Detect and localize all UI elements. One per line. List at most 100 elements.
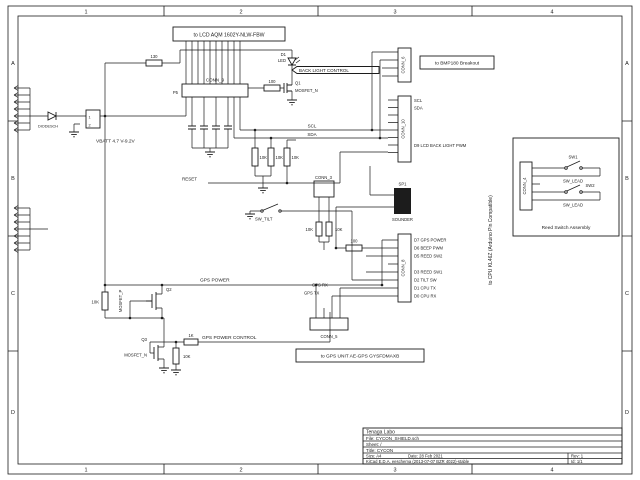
resistor-body (145, 59, 163, 67)
global-label-shape (291, 66, 380, 74)
resistor-value: 1K (188, 333, 193, 338)
conn5-label: CONN_5 (321, 334, 339, 339)
conn8-label: CONN_8 (401, 259, 406, 277)
frame-col-label: 3 (393, 468, 396, 474)
connector-conn6: CONN_6 (371, 47, 412, 138)
frame-row-label: D (11, 410, 15, 416)
note-box (172, 26, 286, 42)
frame-col-label: 4 (550, 10, 553, 16)
q1-value: MOSFET_N (295, 88, 318, 93)
tilt-switch-label: SW_TILT (255, 217, 273, 222)
resistor-body (283, 147, 291, 167)
frame-ticks (8, 6, 632, 474)
sheet-id: Id: 1/1 (571, 459, 583, 464)
switch-contact (579, 190, 583, 194)
frame-row-label: A (11, 61, 15, 67)
conn3-label: CONN_3 (315, 175, 333, 180)
frame-col-label: 3 (393, 10, 396, 16)
gps-power-wires (104, 63, 382, 370)
pin-label-d9: D9 LCD BACK LIGHT PWM (414, 143, 467, 148)
resistor-body (183, 338, 199, 346)
sheet-path: Sheet: / (366, 442, 382, 447)
switch-contact (564, 166, 568, 170)
frame-col-label: 1 (84, 468, 87, 474)
resistor-body (325, 221, 333, 237)
file-name: File: CYCON_SHIELD.sch (366, 436, 420, 441)
note-box-lcd: to LCD AQM 1602Y-NLW-FBW (172, 26, 286, 42)
pin-label-d0: D0 CPU RX (414, 294, 437, 299)
net-label-backlight: BACK LIGHT CONTROL (299, 68, 349, 73)
conn9-pin-wires (185, 97, 241, 138)
net-label-sda: SDA (307, 132, 316, 137)
frame-inner (17, 15, 623, 465)
reed-wires (532, 160, 601, 201)
frame-col-label: 2 (239, 468, 242, 474)
title-block: Tenaga Labo File: CYCON_SHIELD.sch Sheet… (362, 427, 623, 465)
note-box-gps: to GPS UNIT AE-GPS GYSFDMAXB (295, 348, 425, 363)
net-label-scl: SCL (308, 124, 317, 129)
pin-label-d3: D3 REED SW1 (414, 270, 443, 275)
connector-conn8: CONN_8 D7 GPS POWER D6 BEEP PWM D5 REED … (304, 233, 446, 318)
connector-body (85, 109, 101, 129)
frame-row-label: C (11, 291, 15, 297)
resistor-value: 130 (151, 54, 159, 59)
title-block-border (362, 427, 623, 465)
assembly-outline (512, 137, 620, 237)
resistor-wires (254, 130, 296, 188)
connector-body (519, 161, 533, 211)
left-connector-2 (13, 205, 48, 253)
note-cpu-text: to CPU KL46Z (Arduino Pin Compatible) (488, 195, 494, 285)
conn10-pin-stubs (388, 99, 398, 153)
conn5-wires (315, 285, 325, 318)
note-box (295, 348, 425, 363)
q2-value: MOSFET_P (118, 290, 123, 313)
battery-wires (30, 115, 186, 132)
pin-number: 1 (89, 115, 91, 119)
pullup-resistors: 10K 10K 10K (251, 130, 300, 188)
resistor-value: 100 (269, 79, 277, 84)
conn6-label: CONN_6 (401, 56, 406, 74)
tilt-circuit: CONN_3 10K 10K SW_TILT (249, 175, 353, 280)
connector-body (309, 317, 349, 331)
note-lcd-text: to LCD AQM 1602Y-NLW-FBW (193, 32, 264, 38)
resistor-value: 10K (292, 155, 300, 160)
reed-assembly: Reed Switch Assembly CONN_4 SW1 SW_LEAD … (512, 137, 620, 237)
i2c-reset-wires: SCL SDA RESET (182, 124, 388, 184)
connector-conn5: CONN_5 (309, 285, 349, 339)
sheet-size: Size: A4 (366, 454, 382, 459)
resistor-value: 10K (92, 299, 100, 304)
junction-dots (103, 114, 384, 344)
resistor-body (263, 84, 281, 92)
pin-label-d1: D1 CPU TX (414, 286, 436, 291)
q2-ref: Q2 (166, 287, 172, 292)
note-box-bmp180: to BMP180 Breakout (419, 55, 495, 70)
conn9-label: CONN_9 (206, 78, 225, 83)
frame-row-label: A (625, 61, 629, 67)
conn8-pin-stubs (388, 239, 398, 297)
conn4-label: CONN_4 (522, 177, 527, 195)
net-label-vbatt: VBATT 4.7 V-9.2V (96, 139, 136, 145)
note-box (419, 55, 495, 70)
connector-body (313, 180, 335, 198)
sheet-frame: 1 2 3 4 1 2 3 4 A B C D A B C D (7, 5, 633, 475)
resistor-value: 10K (276, 155, 284, 160)
cap-wires (191, 129, 229, 152)
sounder-wires (335, 166, 394, 249)
net-label-gps-power-control: GPS POWER CONTROL (202, 335, 257, 341)
resistor-value: 10K (183, 354, 191, 359)
resistor-body (251, 147, 259, 167)
pin-label-d5: D5 REED SW2 (414, 254, 443, 259)
reed-caption: Reed Switch Assembly (542, 225, 591, 231)
sounder-ref: SP1 (399, 181, 408, 186)
q1-ref: Q1 (295, 81, 301, 86)
pin-label-d6: D6 BEEP PWM (414, 246, 444, 251)
conn6-wires (371, 51, 398, 138)
q2-mosfet-symbol (146, 292, 157, 310)
net-label-gps-power: GPS POWER (200, 278, 230, 284)
company-name: Tenaga Labo (366, 430, 395, 436)
connector-body (181, 83, 249, 98)
capacitor-plates (188, 125, 232, 130)
q3-mosfet-symbol (153, 345, 159, 361)
resistor-body (101, 291, 109, 311)
